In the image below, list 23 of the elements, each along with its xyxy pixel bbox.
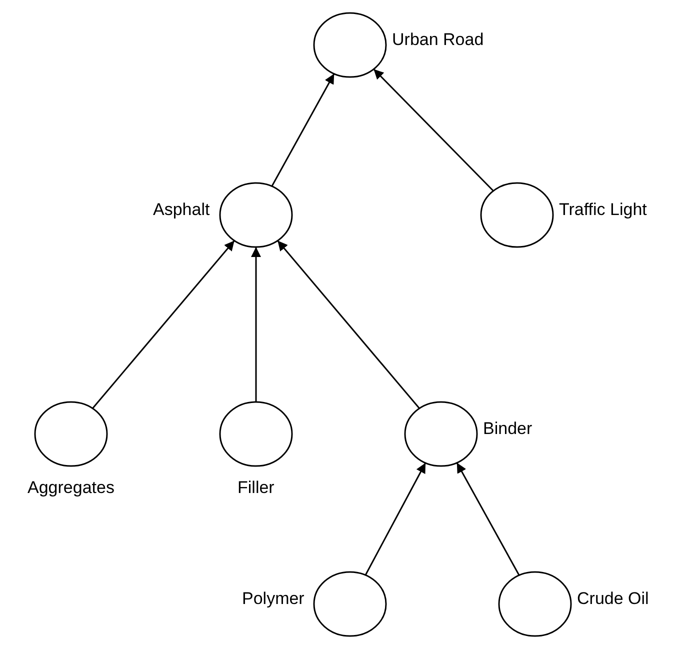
circle-node xyxy=(219,182,293,248)
circle-node xyxy=(219,401,293,467)
circle-node xyxy=(313,12,387,78)
circle-node xyxy=(480,182,554,248)
node-label: Aggregates xyxy=(28,478,114,498)
arrow xyxy=(271,73,335,187)
node-label: Polymer xyxy=(242,589,304,609)
circle-node xyxy=(404,401,478,467)
arrow xyxy=(364,462,426,576)
arrow xyxy=(456,462,520,576)
circle-node xyxy=(313,571,387,637)
node-label: Traffic Light xyxy=(559,200,647,220)
node-label: Urban Road xyxy=(392,30,484,50)
node-label: Crude Oil xyxy=(577,589,649,609)
node-label: Binder xyxy=(483,419,532,439)
arrow xyxy=(251,247,261,402)
node-label: Filler xyxy=(238,478,274,498)
circle-node xyxy=(34,401,108,467)
node-label: Asphalt xyxy=(153,200,210,220)
arrow xyxy=(277,240,420,409)
arrow xyxy=(92,240,235,409)
circle-node xyxy=(498,571,572,637)
arrow xyxy=(373,68,494,192)
